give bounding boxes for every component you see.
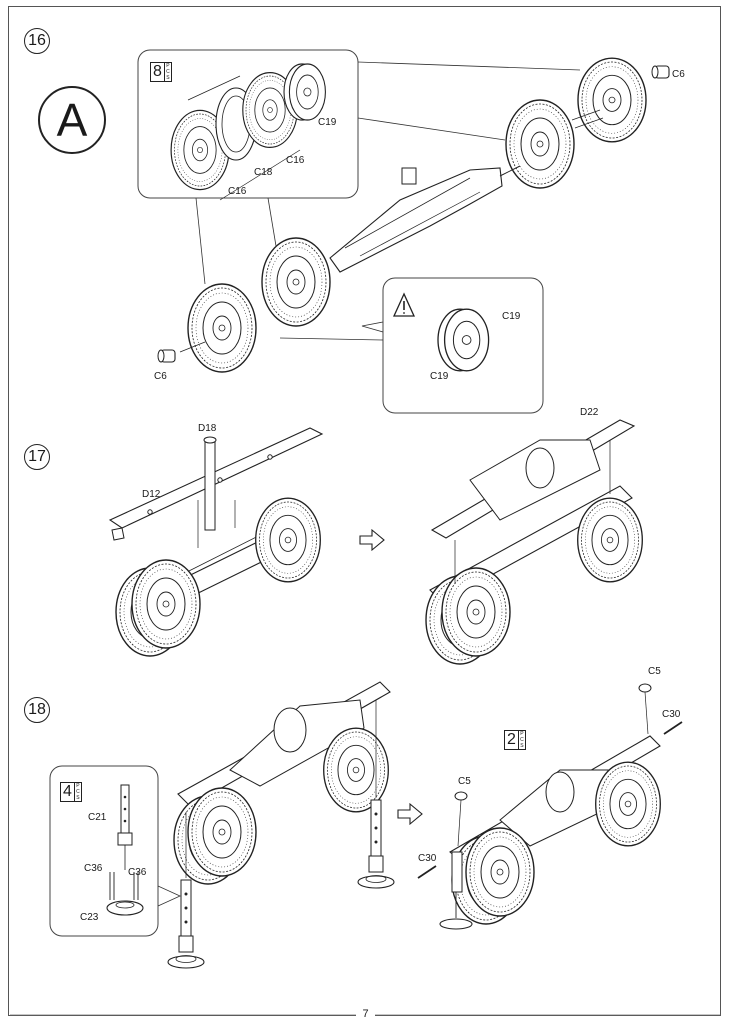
hollow-right-arrow-icon bbox=[359, 528, 385, 552]
part-label-c30: C30 bbox=[662, 709, 681, 720]
part-label-c19: C19 bbox=[502, 311, 521, 322]
part-label-c6: C6 bbox=[672, 69, 685, 80]
part-label-c5: C5 bbox=[648, 666, 661, 677]
part-label-c30: C30 bbox=[418, 853, 437, 864]
part-label-c16: C16 bbox=[286, 155, 305, 166]
page-number: 7 bbox=[0, 1008, 731, 1020]
quantity-count: 2 bbox=[507, 731, 516, 748]
part-label-c16: C16 bbox=[228, 186, 247, 197]
part-label-c21: C21 bbox=[88, 812, 107, 823]
assembly-marker: A bbox=[38, 86, 106, 154]
part-label-c36: C36 bbox=[128, 867, 147, 878]
step-number-16: 16 bbox=[24, 28, 50, 54]
quantity-count: 8 bbox=[153, 63, 162, 80]
step-number-17: 17 bbox=[24, 444, 50, 470]
page-number-text: 7 bbox=[356, 1008, 375, 1020]
step-number-18: 18 bbox=[24, 697, 50, 723]
part-label-c18: C18 bbox=[254, 167, 273, 178]
part-label-c23: C23 bbox=[80, 912, 99, 923]
part-label-c36: C36 bbox=[84, 863, 103, 874]
part-label-c5: C5 bbox=[458, 776, 471, 787]
part-label-c19: C19 bbox=[318, 117, 337, 128]
part-label-d18: D18 bbox=[198, 423, 217, 434]
part-label-c19: C19 bbox=[430, 371, 449, 382]
quantity-count: 4 bbox=[63, 783, 72, 800]
warning-triangle-icon bbox=[392, 292, 416, 317]
part-label-c6: C6 bbox=[154, 371, 167, 382]
part-label-d22: D22 bbox=[580, 407, 599, 418]
part-label-d12: D12 bbox=[142, 489, 161, 500]
